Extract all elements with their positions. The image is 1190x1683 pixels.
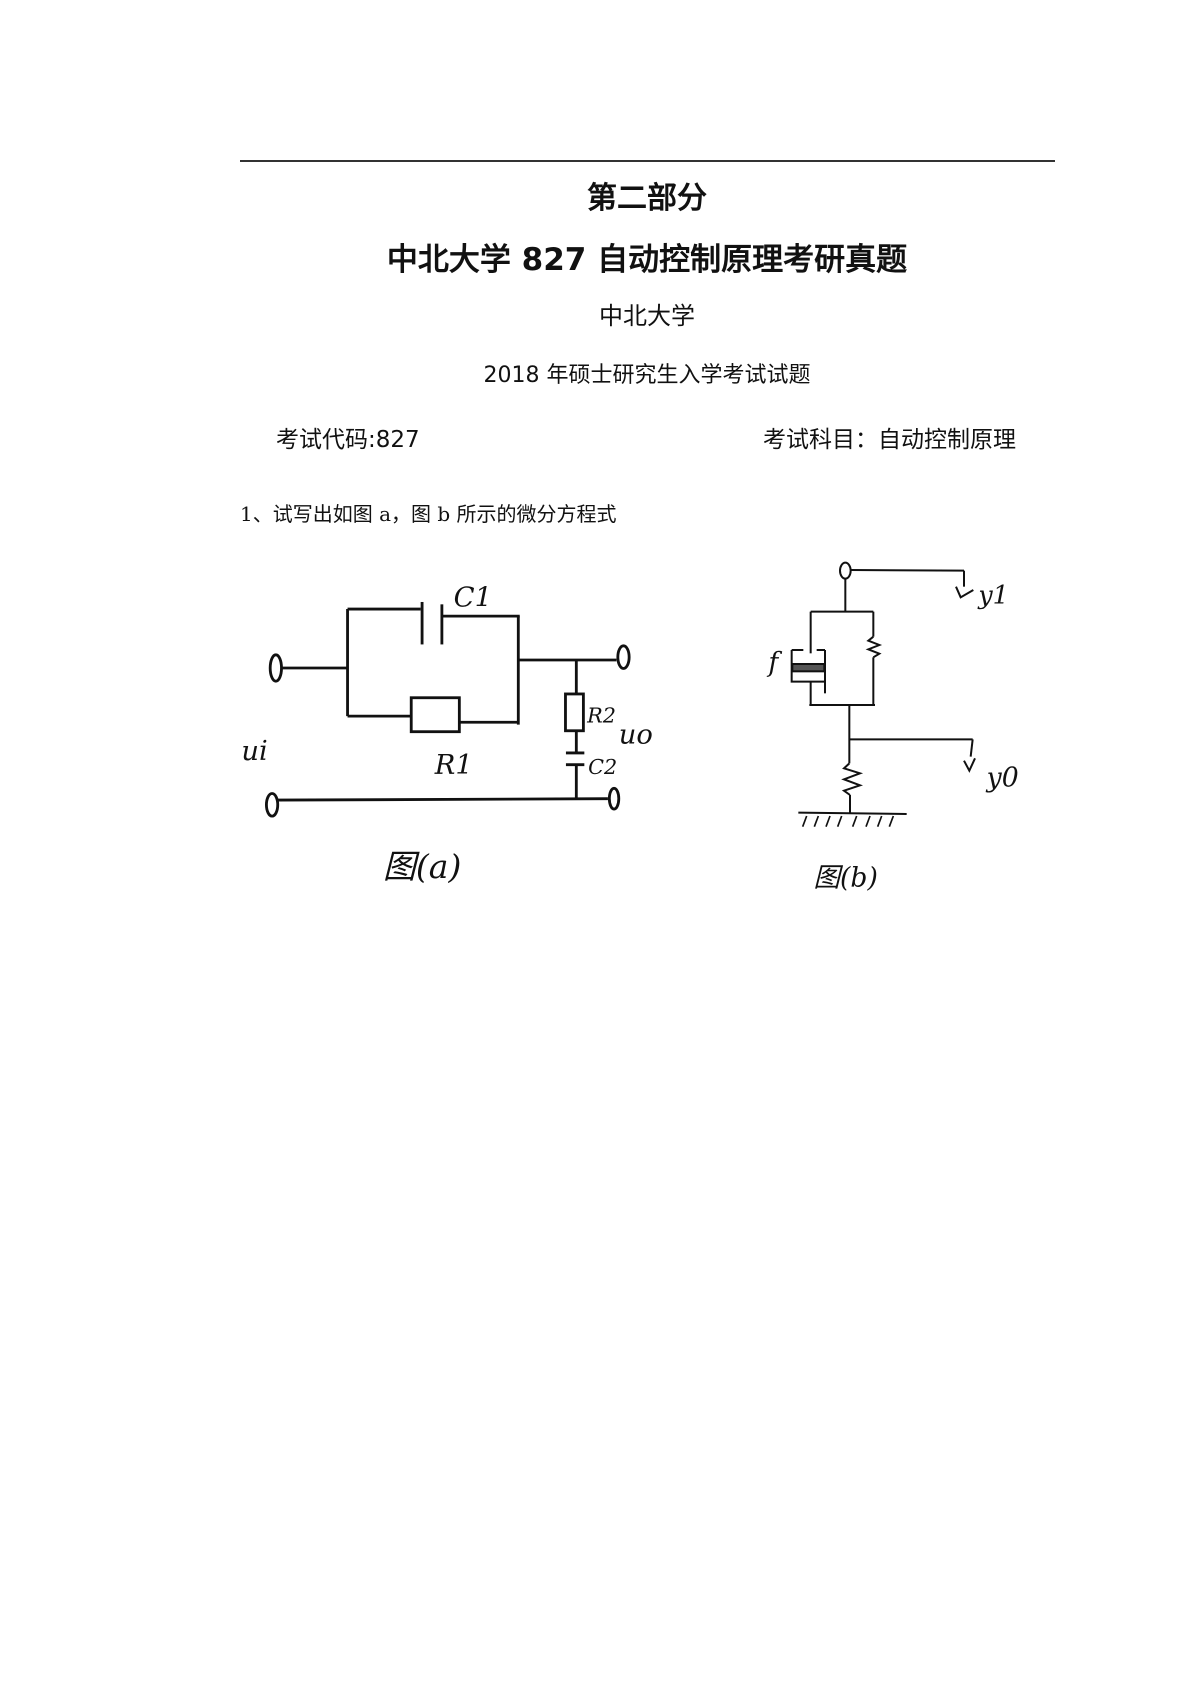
exam-subject: 考试科目：自动控制原理: [763, 427, 1016, 453]
question-1: 1、试写出如图 a，图 b 所示的微分方程式: [240, 502, 617, 526]
spring-upper: [865, 635, 883, 659]
label-ui: ui: [241, 736, 267, 767]
output-terminal-top: [616, 644, 631, 670]
exam-year: 2018 年硕士研究生入学考试试题: [483, 363, 811, 388]
input-terminal-bottom: [264, 792, 280, 818]
document-title: 中北大学 827 自动控制原理考研真题: [386, 242, 908, 278]
arrow-y0-icon: [963, 757, 976, 773]
arrow-y1-icon: [955, 586, 974, 599]
label-y0: y0: [986, 763, 1019, 794]
input-node: [839, 561, 852, 580]
damper-f: [790, 649, 826, 705]
caption-b: 图(b): [813, 863, 878, 894]
label-f: f: [766, 648, 782, 679]
capacitor-c2: [565, 751, 585, 767]
label-r1: R1: [434, 750, 473, 781]
school-name: 中北大学: [599, 302, 695, 330]
mechanical-diagram-b: f y1 y0 图(b): [766, 561, 1019, 894]
label-uo: uo: [619, 719, 653, 750]
spring-lower: [841, 762, 864, 796]
exam-code: 考试代码:827: [276, 427, 420, 453]
ground-hatch: [801, 815, 895, 827]
label-r2: R2: [586, 703, 616, 727]
label-y1: y1: [977, 579, 1008, 609]
top-divider: [240, 160, 1055, 162]
circuit-diagram-a: C1 R1 R2 C2 ui uo 图(a): [241, 583, 653, 886]
part-heading: 第二部分: [587, 181, 707, 216]
label-c1: C1: [454, 583, 492, 614]
capacitor-c1: [420, 601, 444, 645]
output-terminal-bottom: [607, 786, 621, 811]
resistor-r2: [564, 692, 585, 733]
label-c2: C2: [588, 755, 617, 779]
resistor-r1: [409, 696, 461, 734]
ground: [798, 811, 907, 815]
input-terminal-top: [268, 653, 283, 683]
caption-a: 图(a): [383, 847, 461, 886]
